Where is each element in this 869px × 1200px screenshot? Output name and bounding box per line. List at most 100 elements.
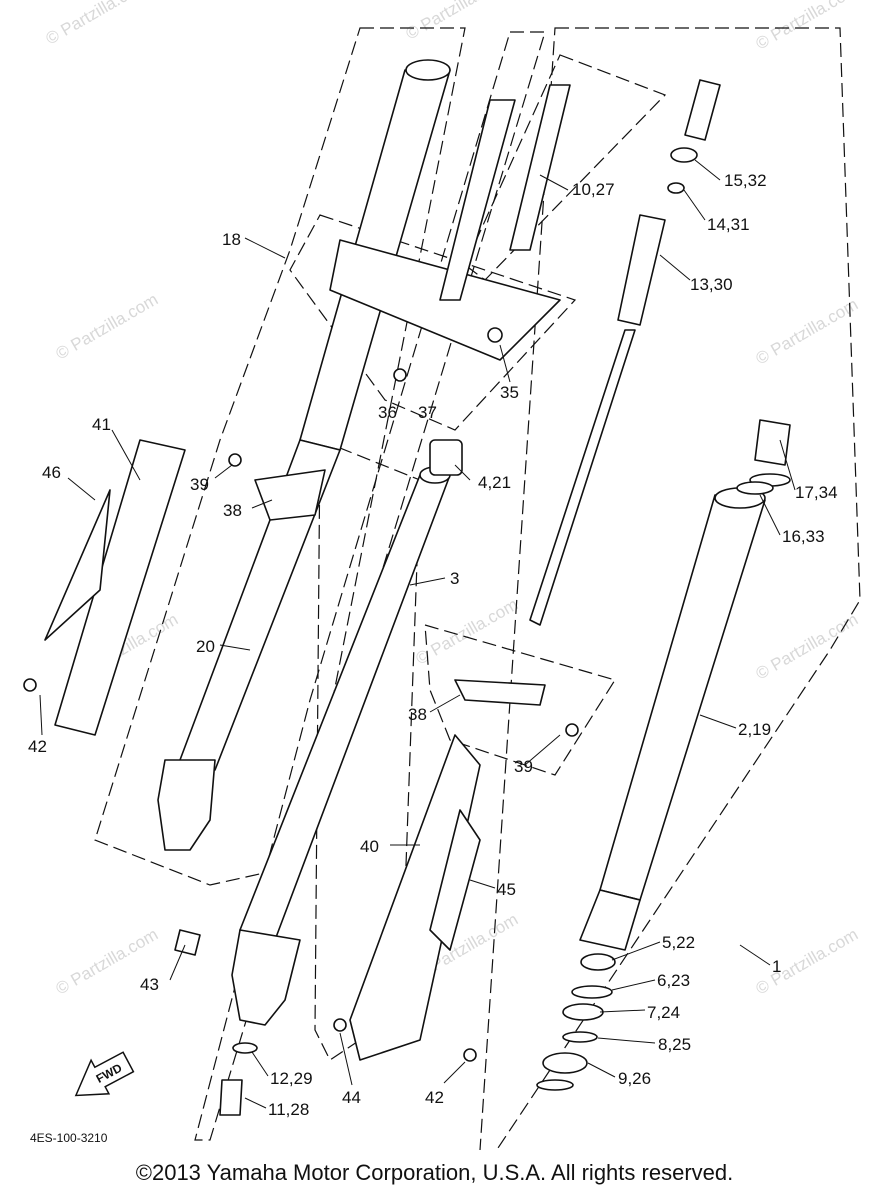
part-label-38-right: 38: [408, 705, 427, 724]
collar: [429, 439, 463, 476]
lower-bracket-left: [254, 469, 326, 521]
leader-line: [244, 1097, 267, 1109]
slide-metal-lower: [536, 1079, 574, 1091]
part-label-40: 40: [360, 837, 379, 856]
bolt-42-left: [23, 678, 37, 692]
part-label-8-25: 8,25: [658, 1035, 691, 1054]
leader-line: [244, 237, 286, 259]
copyright-notice: ©2013 Yamaha Motor Corporation, U.S.A. A…: [135, 1160, 734, 1185]
leader-line: [339, 1032, 353, 1086]
bolt-39-right: [565, 723, 579, 737]
damper-rod-tube: [509, 84, 571, 251]
leader-line: [39, 694, 43, 736]
part-label-45: 45: [497, 880, 516, 899]
leader-line: [111, 429, 141, 481]
leader-line: [587, 1062, 616, 1078]
watermark: © Partzilla.com: [53, 290, 162, 364]
watermark: © Partzilla.com: [753, 0, 862, 53]
bolt-36: [393, 368, 407, 382]
watermark: © Partzilla.com: [753, 925, 862, 999]
watermark: © Partzilla.com: [403, 0, 512, 43]
part-label-38-left: 38: [223, 501, 242, 520]
leader-line: [683, 189, 706, 221]
part-label-2-19: 2,19: [738, 720, 771, 739]
leader-line: [443, 1061, 466, 1084]
watermark: © Partzilla.com: [753, 295, 862, 369]
part-label-15-32: 15,32: [724, 171, 767, 190]
part-label-18: 18: [222, 230, 241, 249]
leader-line: [454, 464, 471, 481]
part-label-16-33: 16,33: [782, 527, 825, 546]
part-label-13-30: 13,30: [690, 275, 733, 294]
lower-bracket-right: [454, 679, 546, 706]
part-labels: 18 10,27 15,32 14,31 13,30 35 36 37 41 4…: [28, 171, 838, 1119]
part-label-42-left: 42: [28, 737, 47, 756]
washer: [562, 1031, 598, 1043]
leader-line: [429, 694, 461, 713]
outer-tube-group-outline: [94, 27, 466, 886]
part-label-46: 46: [42, 463, 61, 482]
part-label-36: 36: [378, 403, 397, 422]
bolt-35: [487, 327, 503, 343]
leader-line: [699, 714, 737, 729]
part-label-35: 35: [500, 383, 519, 402]
damper-cylinder: [617, 214, 666, 326]
leader-line: [611, 979, 656, 991]
part-label-17-34: 17,34: [795, 483, 838, 502]
leader-line: [169, 944, 186, 981]
dust-seal: [580, 953, 616, 971]
part-label-3: 3: [450, 569, 459, 588]
leader-line: [759, 494, 781, 536]
part-label-43: 43: [140, 975, 159, 994]
leader-line: [779, 439, 796, 491]
piston-metal: [542, 1052, 588, 1074]
bolt-44: [333, 1018, 347, 1032]
part-label-42-right: 42: [425, 1088, 444, 1107]
guard-plate: [429, 809, 481, 951]
lower-bracket-outline: [424, 624, 616, 776]
part-label-5-22: 5,22: [662, 933, 695, 952]
spring-seat: [667, 182, 685, 194]
guard-plate-left: [54, 439, 186, 736]
part-label-10-27: 10,27: [572, 180, 615, 199]
fwd-arrow: FWD: [74, 1051, 135, 1097]
part-label-39-right: 39: [514, 757, 533, 776]
gasket-12-29: [232, 1042, 258, 1054]
axle-holder-right: [231, 929, 301, 1026]
part-label-6-23: 6,23: [657, 971, 690, 990]
part-label-12-29: 12,29: [270, 1069, 313, 1088]
watermark: © Partzilla.com: [413, 595, 522, 669]
steering-stem: [439, 99, 516, 301]
cap-bolt: [754, 419, 791, 466]
part-label-20: 20: [196, 637, 215, 656]
outer-tube-lower: [179, 439, 341, 771]
drawing-code: 4ES-100-3210: [30, 1131, 108, 1145]
fwd-arrow-shape: [74, 1051, 135, 1097]
fork-spring: [684, 79, 721, 141]
bolt-42-right: [463, 1048, 477, 1062]
outer-tube-right: [599, 494, 766, 901]
part-label-7-24: 7,24: [647, 1003, 680, 1022]
leader-line: [611, 941, 661, 961]
leader-line: [539, 174, 569, 191]
fork-guard: [349, 734, 481, 1061]
bolt-39-left: [228, 453, 242, 467]
leader-line: [469, 879, 496, 889]
leader-line: [499, 344, 511, 383]
part-label-37: 37: [418, 403, 437, 422]
leader-line: [409, 577, 446, 586]
part-label-39-left: 39: [190, 475, 209, 494]
leader-line: [214, 464, 233, 479]
stopper-ring: [571, 985, 613, 999]
leader-line: [251, 499, 273, 509]
leader-line: [251, 1051, 269, 1077]
leader-line: [694, 159, 721, 181]
o-ring-2: [736, 481, 774, 495]
watermark: © Partzilla.com: [43, 0, 152, 48]
part-label-1: 1: [772, 957, 781, 976]
damper-rod: [529, 329, 636, 626]
part-label-9-26: 9,26: [618, 1069, 651, 1088]
part-label-14-31: 14,31: [707, 215, 750, 234]
part-label-4-21: 4,21: [478, 473, 511, 492]
outer-tube-cap: [405, 59, 451, 81]
